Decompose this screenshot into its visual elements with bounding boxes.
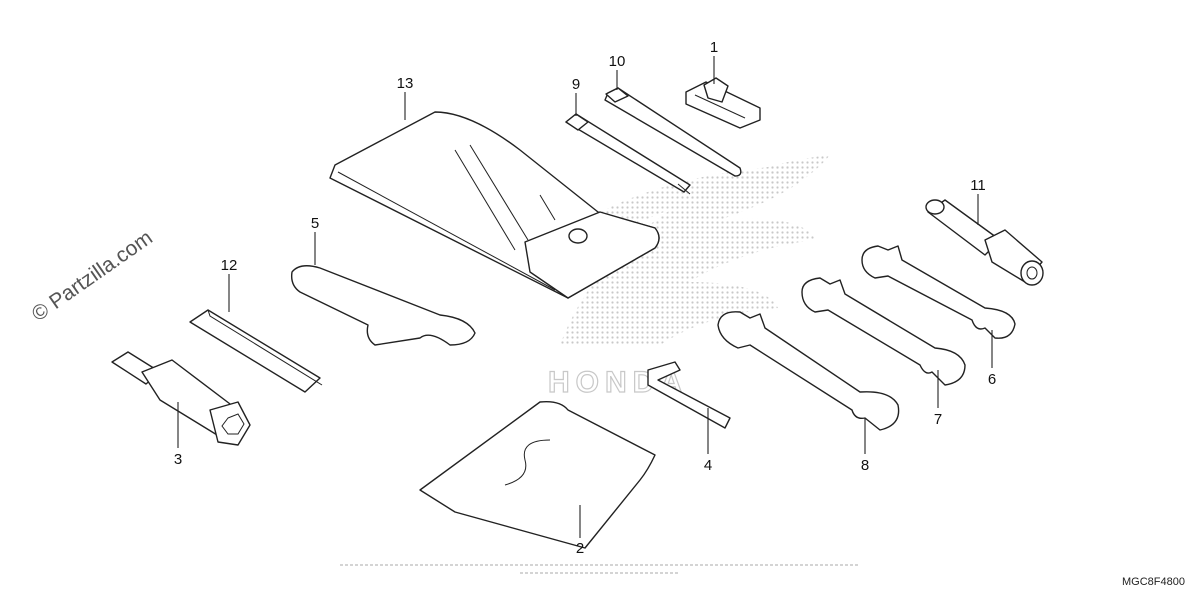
callout-numbers: 1 2 3 4 5 6 7 8 9 10 11 12 13	[174, 39, 996, 557]
leader-lines	[177, 56, 993, 538]
part-7-wrench	[801, 277, 966, 386]
part-6-wrench	[861, 245, 1016, 339]
part-10-screwdriver	[604, 87, 742, 177]
part-11-plug-wrench	[925, 199, 1044, 286]
part-3-box-wrench	[111, 351, 251, 446]
part-5-pin-spanner	[290, 265, 476, 346]
callout-1: 1	[710, 39, 718, 56]
callout-12: 12	[221, 257, 238, 274]
part-13-tool-bag	[329, 111, 660, 299]
callout-7: 7	[934, 411, 942, 428]
callout-13: 13	[397, 75, 414, 92]
callout-11: 11	[970, 177, 986, 194]
callout-6: 6	[988, 371, 996, 388]
part-8-wrench	[717, 311, 900, 431]
callout-2: 2	[576, 540, 584, 557]
callout-5: 5	[311, 215, 319, 232]
callout-9: 9	[572, 76, 580, 93]
partzilla-watermark: © Partzilla.com	[28, 226, 157, 326]
callout-3: 3	[174, 451, 182, 468]
diagram-code: MGC8F4800	[1122, 576, 1185, 588]
callout-10: 10	[609, 53, 626, 70]
callout-4: 4	[704, 457, 712, 474]
part-9-screwdriver-shaft	[565, 113, 691, 195]
part-12-strap	[189, 309, 323, 393]
legal-fine-print	[340, 564, 860, 574]
part-1-holder-clip	[685, 77, 761, 129]
part-2-tool-bag-cloth	[419, 400, 656, 549]
callout-8: 8	[861, 457, 869, 474]
part-4-hex-key	[647, 361, 731, 429]
